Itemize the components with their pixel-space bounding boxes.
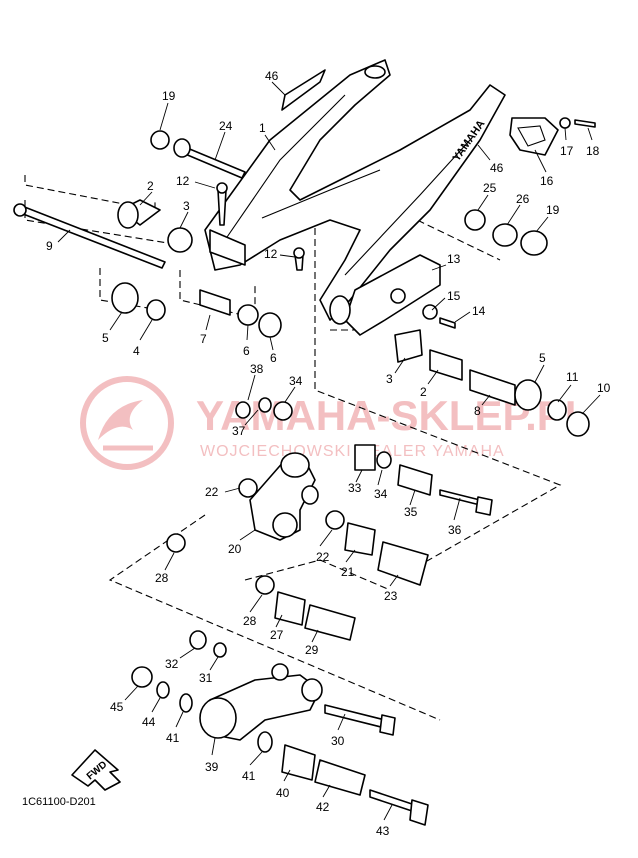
callout-23: 23 — [384, 589, 398, 603]
callout-28b: 28 — [243, 614, 257, 628]
callout-29: 29 — [305, 643, 319, 657]
callout-15: 15 — [447, 289, 461, 303]
callout-1: 1 — [259, 121, 266, 135]
callout-45: 45 — [110, 700, 124, 714]
callout-11: 11 — [566, 370, 579, 384]
bolt-24 — [173, 138, 246, 179]
callout-41b: 41 — [242, 769, 256, 783]
swingarm-frame: YAMAHA — [204, 59, 506, 321]
callout-46b: 46 — [490, 161, 504, 175]
callout-25: 25 — [483, 181, 497, 195]
callout-7: 7 — [200, 332, 207, 346]
callout-44: 44 — [142, 715, 156, 729]
callout-28a: 28 — [155, 571, 169, 585]
callout-27: 27 — [270, 628, 284, 642]
callout-17: 17 — [560, 144, 574, 158]
callout-2a: 2 — [147, 179, 154, 193]
callout-3b: 3 — [386, 372, 393, 386]
callout-13: 13 — [447, 252, 461, 266]
callout-14: 14 — [472, 304, 486, 318]
callout-12a: 12 — [176, 174, 190, 188]
callout-26: 26 — [516, 192, 530, 206]
callout-31: 31 — [199, 671, 213, 685]
callout-40: 40 — [276, 786, 290, 800]
watermark-subtitle: WOJCIECHOWSKI DEALER YAMAHA — [200, 443, 505, 460]
callout-4: 4 — [133, 344, 140, 358]
callout-36: 36 — [448, 523, 462, 537]
callout-32: 32 — [165, 657, 179, 671]
callout-6b: 6 — [270, 351, 277, 365]
grease-nipples — [216, 182, 305, 271]
callout-19b: 19 — [546, 203, 560, 217]
callout-18: 18 — [586, 144, 600, 158]
callout-24: 24 — [219, 119, 233, 133]
callout-46a: 46 — [265, 69, 279, 83]
callout-38: 38 — [250, 362, 264, 376]
callout-9: 9 — [46, 239, 53, 253]
callout-34b: 34 — [374, 487, 388, 501]
callout-3a: 3 — [183, 199, 190, 213]
callout-22a: 22 — [205, 485, 219, 499]
callout-34a: 34 — [289, 374, 303, 388]
sensor-plate — [509, 117, 559, 156]
fwd-arrow: FWD — [71, 749, 121, 791]
callout-33: 33 — [348, 481, 362, 495]
callout-41a: 41 — [166, 731, 180, 745]
callout-5a: 5 — [102, 331, 109, 345]
watermark-logo — [80, 376, 174, 470]
relay-arm-bushings — [166, 444, 493, 641]
chain-guard — [281, 69, 326, 111]
callout-16: 16 — [540, 174, 554, 188]
callout-22b: 22 — [316, 550, 330, 564]
callout-43: 43 — [376, 824, 390, 838]
pivot-shaft — [13, 203, 166, 269]
chain-slider — [329, 254, 441, 336]
callouts: 46 19 24 1 12 2 3 9 5 4 12 7 6 6 25 26 1… — [46, 69, 611, 838]
lower-hardware — [131, 630, 429, 826]
relay-arm — [235, 397, 319, 541]
callout-20: 20 — [228, 542, 242, 556]
callout-10: 10 — [597, 381, 611, 395]
callout-30: 30 — [331, 734, 345, 748]
diagram-code: 1C61100-D201 — [22, 796, 96, 808]
callout-42: 42 — [316, 800, 330, 814]
callout-8: 8 — [474, 404, 481, 418]
callout-37: 37 — [232, 424, 246, 438]
callout-12b: 12 — [264, 247, 278, 261]
callout-21: 21 — [341, 565, 355, 579]
callout-2b: 2 — [420, 385, 427, 399]
callout-5b: 5 — [539, 351, 546, 365]
callout-19a: 19 — [162, 89, 176, 103]
callout-39: 39 — [205, 760, 219, 774]
connecting-rod — [199, 663, 323, 741]
callout-35: 35 — [404, 505, 418, 519]
callout-6a: 6 — [243, 344, 250, 358]
right-bearings — [394, 117, 596, 437]
